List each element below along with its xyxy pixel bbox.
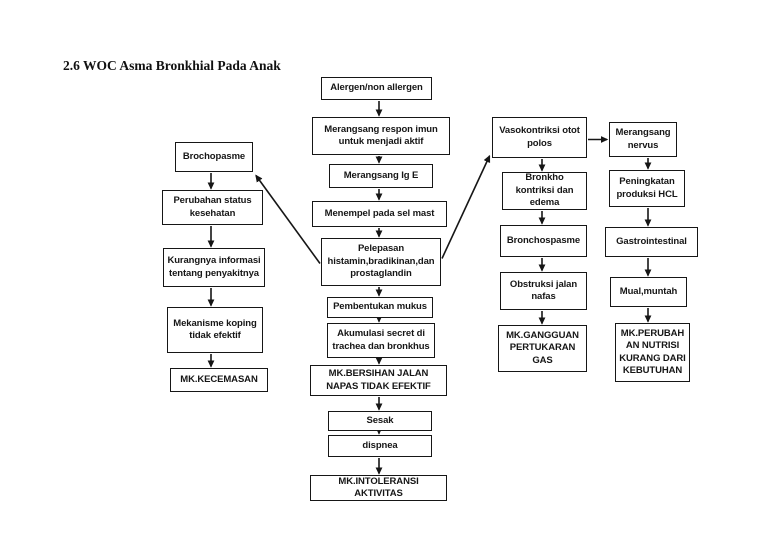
- node-ig-e: Merangsang Ig E: [329, 164, 433, 188]
- node-mk-intoleransi: MK.INTOLERANSI AKTIVITAS: [310, 475, 447, 501]
- node-gastrointestinal: Gastrointestinal: [605, 227, 698, 257]
- node-mk-nutrisi: MK.PERUBAHAN NUTRISI KURANG DARI KEBUTUH…: [615, 323, 690, 382]
- node-vasokontriksi: Vasokontriksi otot polos: [492, 117, 587, 158]
- node-pelepasan: Pelepasan histamin,bradikinan,dan prosta…: [321, 238, 441, 286]
- node-mk-kecemasan: MK.KECEMASAN: [170, 368, 268, 392]
- node-dispnea: dispnea: [328, 435, 432, 457]
- arrow-pelepasan-to-vasokontriksi: [441, 154, 491, 259]
- node-brochopasme: Brochopasme: [175, 142, 253, 172]
- node-mk-bersihan: MK.BERSIHAN JALAN NAPAS TIDAK EFEKTIF: [310, 365, 447, 396]
- node-alergen: Alergen/non allergen: [321, 77, 432, 100]
- node-sesak: Sesak: [328, 411, 432, 431]
- node-obstruksi: Obstruksi jalan nafas: [500, 272, 587, 310]
- node-mual-muntah: Mual,muntah: [610, 277, 687, 307]
- page-title: 2.6 WOC Asma Bronkhial Pada Anak: [63, 58, 281, 73]
- node-bronkho-kontriksi: Bronkho kontriksi dan edema: [502, 172, 587, 210]
- node-mk-gangguan: MK.GANGGUAN PERTUKARAN GAS: [498, 325, 587, 372]
- node-merangsang-nervus: Merangsang nervus: [609, 122, 677, 157]
- node-respon-imun: Merangsang respon imun untuk menjadi akt…: [312, 117, 450, 155]
- node-mukus: Pembentukan mukus: [327, 297, 433, 318]
- node-kurang-informasi: Kurangnya informasi tentang penyakitnya: [163, 248, 265, 287]
- node-sel-mast: Menempel pada sel mast: [312, 201, 447, 227]
- node-produksi-hcl: Peningkatan produksi HCL: [609, 170, 685, 207]
- node-akumulasi: Akumulasi secret di trachea dan bronkhus: [327, 323, 435, 358]
- node-mekanisme-koping: Mekanisme koping tidak efektif: [167, 307, 263, 353]
- node-perubahan-status: Perubahan status kesehatan: [162, 190, 263, 225]
- node-bronchospasme: Bronchospasme: [500, 225, 587, 257]
- arrow-pelepasan-to-brochopasme: [255, 174, 321, 264]
